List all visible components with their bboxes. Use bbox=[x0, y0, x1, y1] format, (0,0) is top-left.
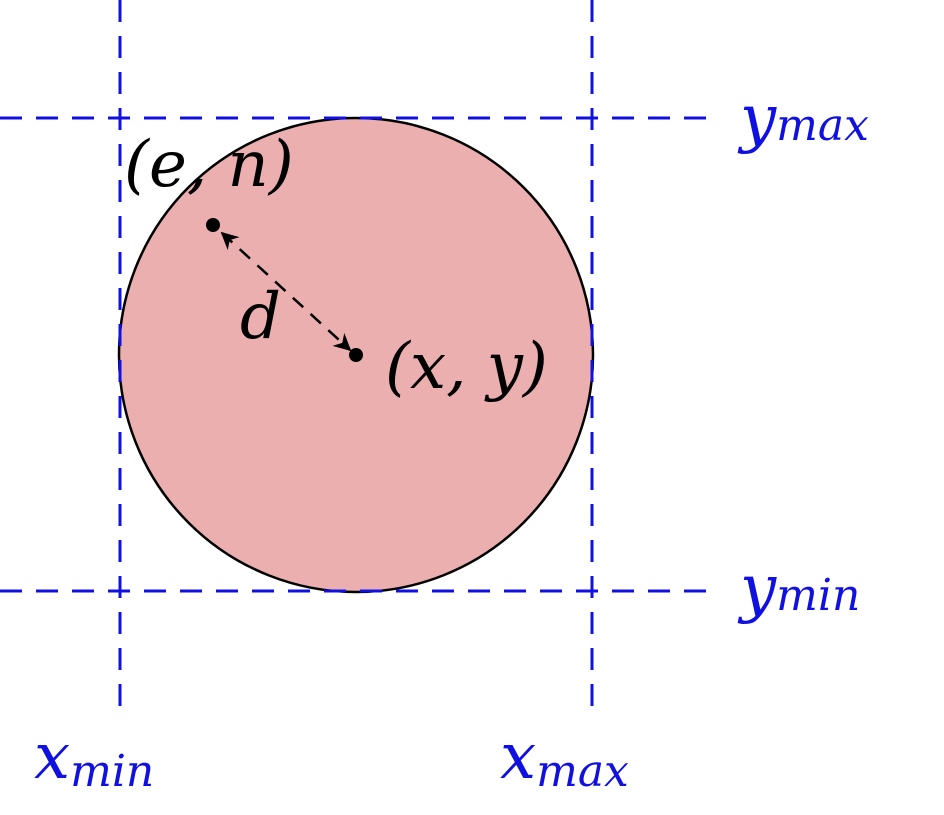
y-min-base: y bbox=[737, 552, 777, 626]
guide-lines bbox=[0, 0, 712, 712]
point-xy-label: (x, y) bbox=[385, 330, 548, 404]
distance-label: d bbox=[240, 280, 281, 354]
point-xy-dot bbox=[349, 348, 363, 362]
y-min-label: ymin bbox=[737, 552, 860, 626]
point-en-dot bbox=[206, 218, 220, 232]
y-max-sub: max bbox=[776, 100, 869, 151]
x-max-sub: max bbox=[536, 746, 629, 797]
x-max-base: x bbox=[500, 720, 536, 794]
x-max-label: xmax bbox=[500, 720, 629, 797]
x-min-base: x bbox=[34, 720, 70, 794]
point-en-label: (e, n) bbox=[124, 128, 294, 202]
y-max-label: ymax bbox=[737, 82, 869, 156]
x-min-sub: min bbox=[70, 746, 154, 797]
y-min-sub: min bbox=[776, 570, 860, 621]
distance-arrow bbox=[220, 231, 352, 352]
y-max-base: y bbox=[737, 82, 777, 156]
x-min-label: xmin bbox=[34, 720, 154, 797]
